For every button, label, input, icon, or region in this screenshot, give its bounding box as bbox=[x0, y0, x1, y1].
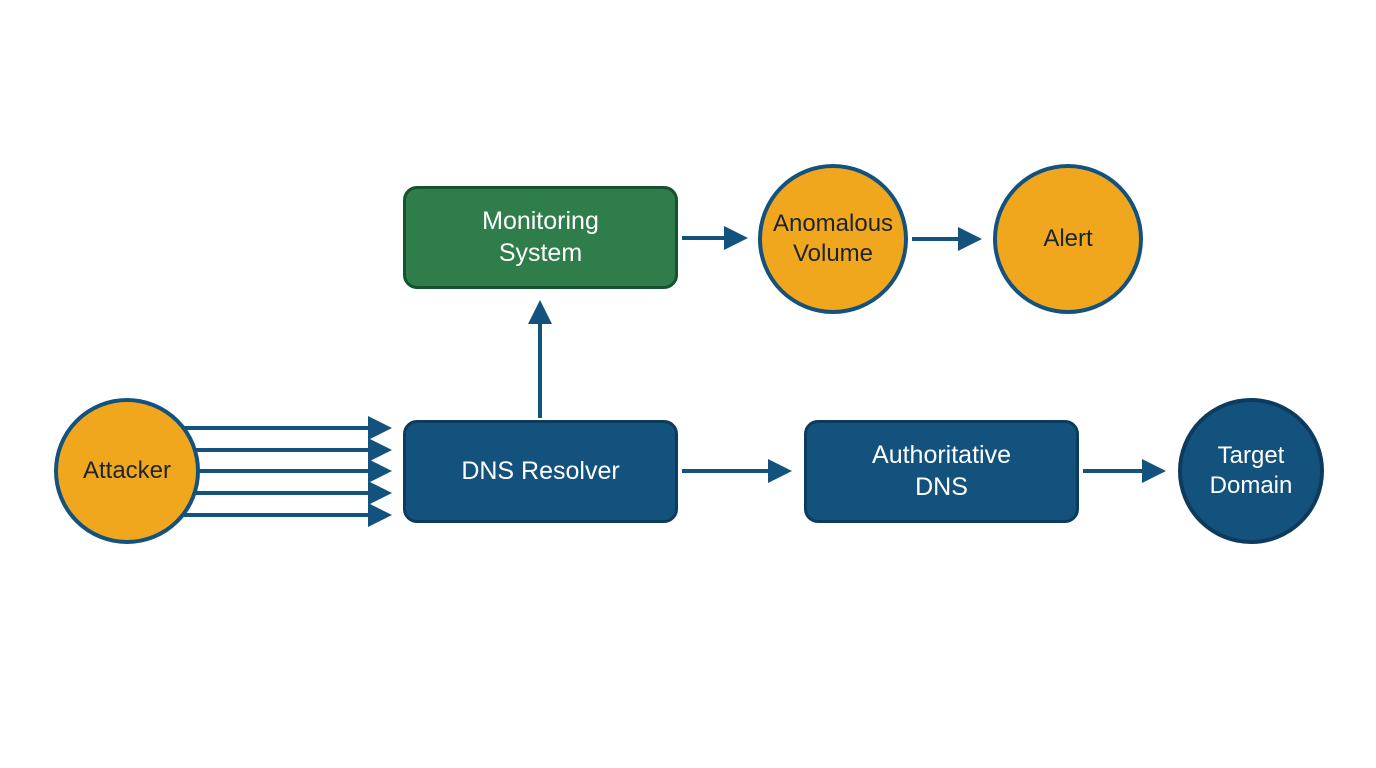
node-attacker: Attacker bbox=[54, 398, 200, 544]
node-target-domain: Target Domain bbox=[1178, 398, 1324, 544]
node-monitoring-system: Monitoring System bbox=[403, 186, 678, 289]
node-anomalous-volume-label: Anomalous Volume bbox=[772, 210, 894, 267]
node-anomalous-volume: Anomalous Volume bbox=[758, 164, 908, 314]
node-target-domain-label: Target Domain bbox=[1209, 442, 1293, 499]
node-authoritative-dns: Authoritative DNS bbox=[804, 420, 1079, 523]
node-authoritative-dns-label: Authoritative DNS bbox=[872, 441, 1011, 501]
edge-attacker-to-dns-resolver bbox=[170, 416, 392, 527]
node-monitoring-system-label: Monitoring System bbox=[482, 207, 599, 267]
node-attacker-label: Attacker bbox=[82, 457, 172, 484]
node-dns-resolver: DNS Resolver bbox=[403, 420, 678, 523]
node-alert: Alert bbox=[993, 164, 1143, 314]
node-alert-label: Alert bbox=[1043, 225, 1093, 252]
node-dns-resolver-label: DNS Resolver bbox=[461, 456, 620, 485]
